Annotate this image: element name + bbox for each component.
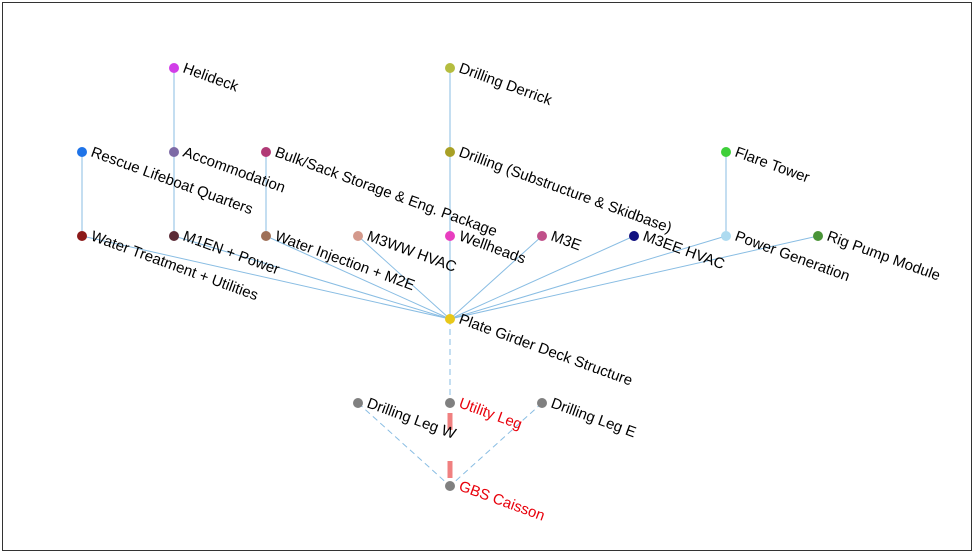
node-helideck [169,63,179,73]
node-label-helideck: Helideck [181,60,241,96]
node-rig-pump [813,231,823,241]
node-label-m3e: M3E [549,228,584,255]
node-drilling-derrick [445,63,455,73]
node-m3e [537,231,547,241]
node-plate-girder [445,314,455,324]
edge-rig-pump-to-plate-girder [449,235,819,320]
edge-m1en-power-to-plate-girder [173,235,451,320]
node-drilling-substructure [445,147,455,157]
node-layer [77,63,823,491]
node-utility-leg [445,398,455,408]
node-label-flare-tower: Flare Tower [733,144,812,187]
edge-drilling-leg-w-to-gbs-caisson [357,402,451,487]
node-accommodation [169,147,179,157]
node-label-drilling-leg-w: Drilling Leg W [365,395,459,443]
node-label-drilling-derrick: Drilling Derrick [457,60,555,109]
node-wellheads [445,231,455,241]
edge-layer [81,68,819,487]
node-water-injection [261,231,271,241]
node-power-generation [721,231,731,241]
node-label-gbs-caisson: GBS Caisson [457,478,547,525]
node-m3ww-hvac [353,231,363,241]
node-label-drilling-leg-e: Drilling Leg E [549,395,639,441]
node-water-treatment [77,231,87,241]
node-flare-tower [721,147,731,157]
node-drilling-leg-e [537,398,547,408]
edge-m3ww-hvac-to-plate-girder [357,235,451,320]
node-m3ee-hvac [629,231,639,241]
edge-water-treatment-to-plate-girder [81,235,451,320]
edge-m3ee-hvac-to-plate-girder [449,235,635,320]
node-label-plate-girder: Plate Girder Deck Structure [457,311,635,390]
node-rescue-lifeboat [77,147,87,157]
node-drilling-leg-w [353,398,363,408]
edge-water-injection-to-plate-girder [265,235,451,320]
edge-m3e-to-plate-girder [449,235,543,320]
node-gbs-caisson [445,481,455,491]
node-bulk-sack [261,147,271,157]
node-m1en-power [169,231,179,241]
edge-power-generation-to-plate-girder [449,235,727,320]
edge-drilling-leg-e-to-gbs-caisson [449,402,543,487]
node-label-utility-leg: Utility Leg [457,395,525,434]
